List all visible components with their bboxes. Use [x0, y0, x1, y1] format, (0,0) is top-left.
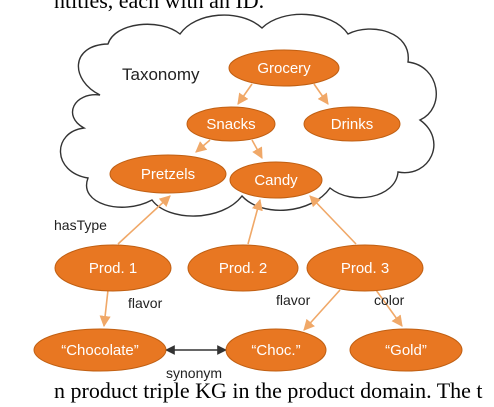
node-pretzels-label: Pretzels: [141, 166, 195, 183]
node-prod1[interactable]: Prod. 1: [54, 244, 172, 292]
node-chocolate[interactable]: “Chocolate”: [33, 328, 167, 372]
node-chocolate-label: “Chocolate”: [61, 342, 139, 359]
edge-label-color: color: [374, 292, 405, 308]
edge-prod3-gold: [375, 289, 403, 327]
caption-top: ntities, each with an ID.: [54, 0, 265, 13]
node-grocery[interactable]: Grocery: [228, 49, 340, 87]
node-choc[interactable]: “Choc.”: [225, 328, 327, 372]
edge-label-synonym: synonym: [166, 365, 222, 381]
node-drinks-label: Drinks: [331, 116, 374, 133]
node-prod1-label: Prod. 1: [89, 260, 137, 277]
edge-snacks-candy: [251, 139, 263, 159]
node-candy[interactable]: Candy: [229, 161, 323, 199]
edges: [99, 83, 403, 331]
edge-prod2-candy: [247, 198, 263, 245]
node-prod2[interactable]: Prod. 2: [187, 244, 299, 292]
edge-label-flavor-1: flavor: [128, 295, 163, 311]
edge-label-flavor-2: flavor: [276, 292, 311, 308]
node-prod3[interactable]: Prod. 3: [306, 244, 424, 292]
edge-grocery-snacks: [237, 83, 253, 105]
edge-grocery-drinks: [313, 83, 329, 105]
edge-prod3-candy: [309, 195, 357, 245]
nodes: Grocery Snacks Drinks Pretzels Candy Pro…: [33, 49, 463, 372]
node-prod3-label: Prod. 3: [341, 260, 389, 277]
edge-prod1-pretzels: [117, 195, 171, 245]
node-gold[interactable]: “Gold”: [349, 328, 463, 372]
edge-label-hastype: hasType: [54, 217, 107, 233]
caption-bottom: n product triple KG in the product domai…: [54, 378, 483, 403]
edge-prod1-chocolate: [99, 289, 111, 328]
edge-prod3-choc: [303, 289, 341, 331]
edge-snacks-pretzels: [195, 139, 211, 153]
node-choc-label: “Choc.”: [251, 342, 300, 359]
node-drinks[interactable]: Drinks: [303, 106, 401, 142]
node-candy-label: Candy: [254, 172, 298, 189]
taxonomy-label: Taxonomy: [122, 65, 200, 84]
node-pretzels[interactable]: Pretzels: [109, 154, 227, 194]
node-snacks[interactable]: Snacks: [186, 106, 276, 142]
node-prod2-label: Prod. 2: [219, 260, 267, 277]
node-grocery-label: Grocery: [257, 60, 311, 77]
node-snacks-label: Snacks: [206, 116, 255, 133]
node-gold-label: “Gold”: [385, 342, 427, 359]
